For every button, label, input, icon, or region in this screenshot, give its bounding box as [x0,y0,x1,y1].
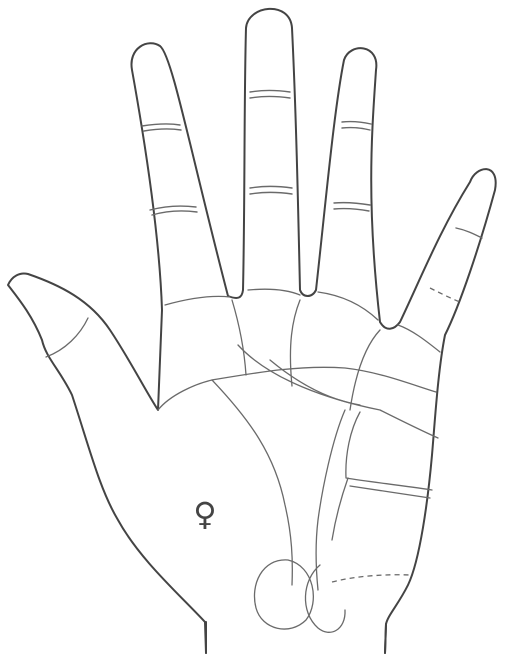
middle-upper-crease-2 [250,97,290,99]
middle-lower-crease-2 [250,193,292,195]
middle-mount-box [332,478,348,540]
wrist-left-circle [254,560,313,629]
middle-lower-crease [250,187,292,189]
ring-lower-crease-2 [334,209,369,211]
thumb-tip-crease [46,318,88,357]
ring-finger-base [318,292,378,320]
index-lower-crease [150,206,196,210]
ring-mount-line [350,330,380,410]
head-line-branch [270,360,360,405]
wrist-right-circle [305,565,345,632]
ring-lower-crease [334,203,370,205]
little-finger-base [398,325,440,352]
middle-upper-crease [250,91,290,93]
upper-mount-box [346,412,432,490]
middle-mount-line [290,300,300,386]
little-upper-crease [456,228,482,238]
wrist-right-edge [385,624,386,653]
index-finger-base [165,296,230,305]
little-lower-crease [430,288,460,302]
wrist-dashed-line [332,575,410,582]
index-upper-crease-2 [144,129,181,131]
middle-finger-base [248,289,300,295]
index-lower-crease-2 [152,211,197,215]
heart-line [238,345,438,438]
hand-outline [8,9,496,653]
ring-upper-crease-2 [342,128,370,130]
index-mount-line [232,300,246,375]
life-line [212,380,292,585]
thumb-base-crease [158,380,212,410]
index-upper-crease [142,124,180,126]
ring-upper-crease [342,122,371,124]
venus-symbol: ♀ [193,495,216,533]
